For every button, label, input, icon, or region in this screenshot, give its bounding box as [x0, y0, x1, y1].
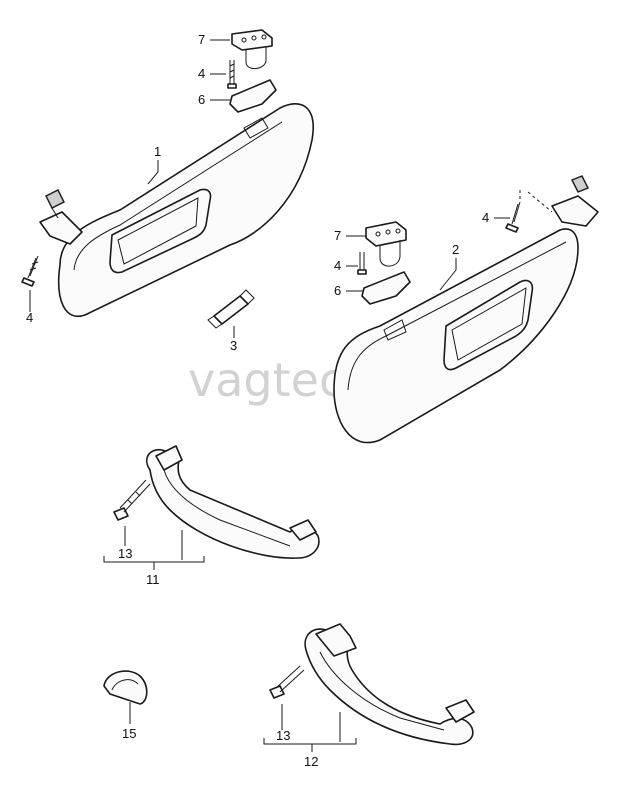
cover-cap-6-left[interactable] [229, 79, 277, 113]
sun-visor-right[interactable] [333, 228, 579, 444]
dashed-connector-right [519, 190, 553, 213]
screw-13-upper[interactable] [113, 479, 151, 521]
callouts: 1 2 3 4 4 4 4 6 6 7 7 11 12 13 13 15 [26, 32, 489, 769]
cover-cap-6-right[interactable] [361, 271, 411, 305]
callout-4-mid: 4 [334, 258, 341, 273]
grab-handle-12[interactable] [304, 623, 475, 746]
screw-13-lower[interactable] [269, 665, 305, 699]
grab-handle-11[interactable] [146, 445, 320, 559]
callout-6-left: 6 [198, 92, 205, 107]
sun-visor-left[interactable] [58, 103, 314, 318]
clip-15[interactable] [103, 670, 148, 705]
screw-4-mid[interactable] [357, 252, 367, 275]
screw-4-upper[interactable] [227, 60, 237, 89]
callout-12: 12 [304, 754, 318, 769]
callout-4-upper: 4 [198, 66, 205, 81]
callout-4-left: 4 [26, 310, 33, 325]
visor-hinge-left[interactable] [39, 189, 83, 245]
callout-15: 15 [122, 726, 136, 741]
callout-1: 1 [154, 144, 161, 159]
callout-6-right: 6 [334, 283, 341, 298]
callout-13-upper: 13 [118, 546, 132, 561]
callout-3: 3 [230, 338, 237, 353]
callout-7-left: 7 [198, 32, 205, 47]
visor-bracket-7-right[interactable] [365, 221, 407, 267]
visor-hinge-right[interactable] [551, 175, 599, 227]
bulb-3[interactable] [207, 289, 255, 329]
callout-2: 2 [452, 242, 459, 257]
callout-13-lower: 13 [276, 728, 290, 743]
screw-4-right[interactable] [505, 201, 521, 233]
callout-11: 11 [146, 572, 160, 587]
callout-4-right: 4 [482, 210, 489, 225]
callout-7-right: 7 [334, 228, 341, 243]
screw-4-left[interactable] [21, 255, 39, 287]
leader-lines [29, 39, 510, 752]
visor-bracket-7-left[interactable] [231, 29, 273, 69]
